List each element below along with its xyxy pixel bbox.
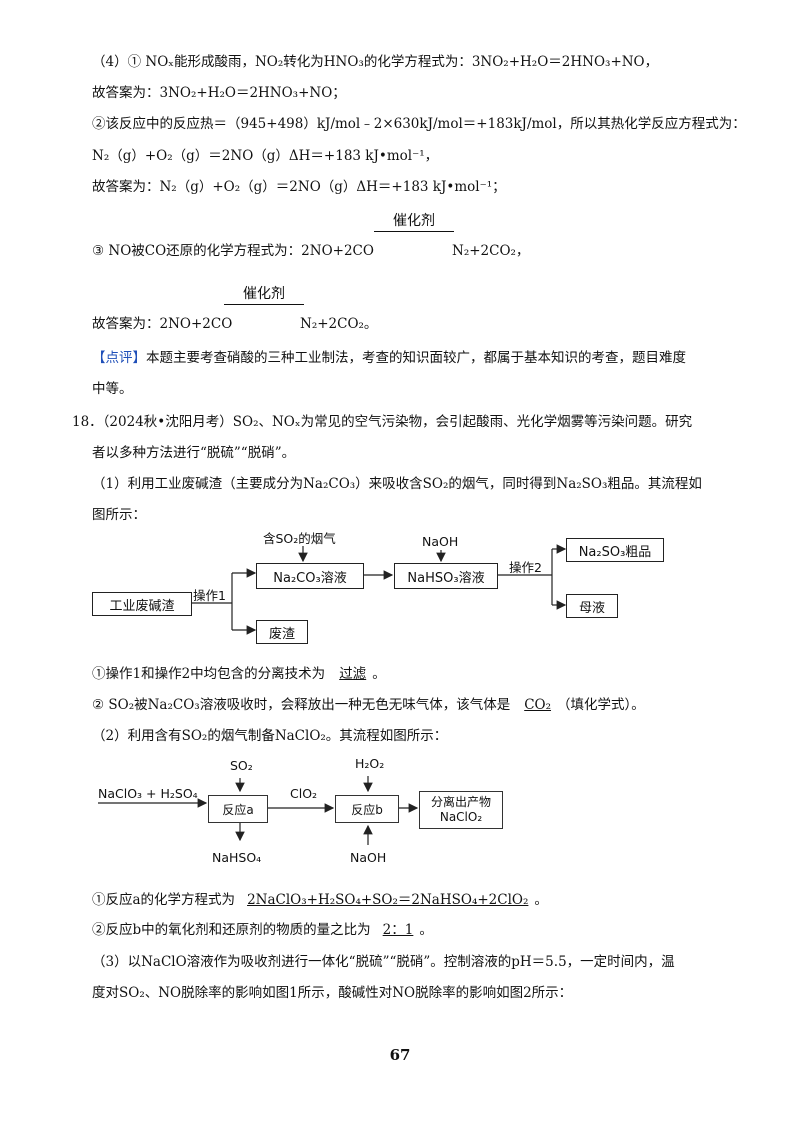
part-1-line-2: 图所示： (92, 507, 146, 523)
answer-ratio: 2：1 (382, 922, 414, 938)
line-4-3-answer-left: 故答案为：2NO+2CO (92, 316, 233, 332)
box-nahso3-solution: NaHSO₃溶液 (394, 563, 498, 589)
line-4-3-left: ③ NO被CO还原的化学方程式为：2NO+2CO (92, 243, 374, 259)
line-4-1: （4）① NOₓ能形成酸雨，NO₂转化为HNO₃的化学方程式为：3NO₂+H₂O… (92, 54, 659, 70)
box-na2so3-crude: Na₂SO₃粗品 (566, 538, 664, 562)
label-h2o2: H₂O₂ (355, 756, 385, 771)
label-operation-2: 操作2 (509, 560, 542, 575)
comment-tag: 【点评】 (92, 350, 146, 366)
label-naoh: NaOH (422, 534, 459, 549)
answer-co2: CO₂ (524, 697, 552, 713)
label-naoh-2: NaOH (350, 850, 387, 865)
label-clo2: ClO₂ (290, 786, 318, 801)
line-4-2: ②该反应中的反应热＝（945+498）kJ/mol﹣2×630kJ/mol＝+1… (92, 116, 746, 132)
box-reaction-b: 反应b (335, 795, 399, 823)
line-4-answer: 故答案为：3NO₂+H₂O＝2HNO₃+NO； (92, 85, 346, 101)
line-thermo-eq: N₂（g）+O₂（g）＝2NO（g）ΔH＝+183 kJ•mol⁻¹， (92, 148, 439, 164)
box-waste-residue: 废渣 (256, 620, 308, 644)
catalyst-label-1: 催化剂 (374, 210, 454, 232)
box-mother-liquor: 母液 (566, 594, 618, 618)
catalyst-label-2: 催化剂 (224, 283, 304, 305)
part-2-line: （2）利用含有SO₂的烟气制备NaClO₂。其流程如图所示： (92, 728, 448, 744)
part-3-line-1: （3）以NaClO溶液作为吸收剂进行一体化“脱硫”“脱硝”。控制溶液的pH＝5.… (92, 954, 675, 970)
comment-line-1: 【点评】本题主要考查硝酸的三种工业制法，考查的知识面较广，都属于基本知识的考查，… (92, 348, 686, 368)
part-3-line-2: 度对SO₂、NO脱除率的影响如图1所示，酸碱性对NO脱除率的影响如图2所示： (92, 985, 573, 1001)
line-4-3-answer-right: N₂+2CO₂。 (300, 316, 378, 332)
label-flue-gas: 含SO₂的烟气 (263, 531, 336, 546)
label-operation-1: 操作1 (193, 588, 226, 603)
line-thermo-answer: 故答案为：N₂（g）+O₂（g）＝2NO（g）ΔH＝+183 kJ•mol⁻¹； (92, 179, 506, 195)
comment-line-2: 中等。 (92, 381, 133, 397)
part-1-line-1: （1）利用工业废碱渣（主要成分为Na₂CO₃）来吸收含SO₂的烟气，同时得到Na… (92, 476, 702, 492)
box-reaction-a: 反应a (208, 795, 268, 823)
box-industrial-waste: 工业废碱渣 (92, 592, 192, 616)
page-number: 67 (389, 1046, 411, 1064)
label-nahso4: NaHSO₄ (212, 850, 262, 865)
question-18-line-1: 18．（2024秋•沈阳月考）SO₂、NOₓ为常见的空气污染物，会引起酸雨、光化… (72, 414, 693, 430)
box-na2co3-solution: Na₂CO₃溶液 (256, 563, 364, 589)
label-naclo3-h2so4: NaClO₃ + H₂SO₄ (98, 786, 198, 801)
sub-question-1: ①操作1和操作2中均包含的分离技术为过滤。 (92, 666, 386, 682)
answer-filtration: 过滤 (339, 666, 367, 682)
answer-reaction-a: 2NaClO₃+H₂SO₄+SO₂＝2NaHSO₄+2ClO₂ (247, 892, 529, 908)
label-so2: SO₂ (230, 758, 253, 773)
comment-text-1: 本题主要考查硝酸的三种工业制法，考查的知识面较广，都属于基本知识的考查，题目难度 (146, 350, 686, 366)
question-18-line-2: 者以多种方法进行“脱硫”“脱硝”。 (92, 445, 296, 461)
line-4-3-right: N₂+2CO₂， (452, 243, 530, 259)
